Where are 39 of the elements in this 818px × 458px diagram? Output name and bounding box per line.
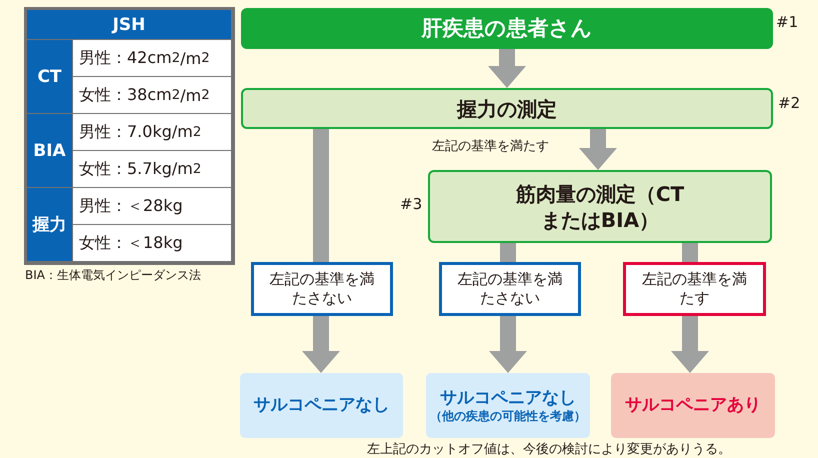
node-text: 左記の基準を満たす (641, 270, 748, 308)
step-number: #2 (778, 94, 800, 112)
process-box (241, 8, 773, 49)
result-box (240, 373, 403, 438)
connector-bar (682, 243, 698, 262)
table-cell: 男性：＜28kg (73, 188, 231, 224)
table-note: BIA：生体電気インピーダンス法 (25, 267, 201, 284)
connector-bar (313, 129, 329, 262)
table-cell: 女性：＜18kg (73, 225, 231, 261)
table-header-cell: CT (27, 40, 72, 113)
condition-box (251, 262, 393, 316)
node-text: 左記の基準を満たさない (456, 270, 564, 308)
arrow (671, 316, 709, 373)
arrow (489, 316, 527, 373)
node-note: （他の疾患の可能性を考慮） (430, 408, 586, 424)
connector-bar (500, 243, 516, 262)
condition-box (623, 262, 766, 316)
process-box (241, 88, 773, 129)
footnote: 左上記のカットオフ値は、今後の検討により変更がありうる。 (367, 441, 731, 458)
process-box (428, 170, 772, 243)
node-text: サルコペニアなし (254, 394, 390, 417)
table-header-cell: JSH (27, 10, 231, 39)
condition-box (439, 262, 581, 316)
node-text: サルコペニアなし (440, 386, 576, 409)
step-number: #1 (776, 13, 798, 31)
node-text: 肝疾患の患者さん (422, 14, 592, 42)
table-header-cell: BIA (27, 114, 72, 187)
result-box (611, 373, 775, 438)
arrow (302, 316, 340, 373)
arrow (579, 129, 617, 170)
step-number: #3 (400, 195, 422, 213)
node-text: 左記の基準を満たさない (268, 270, 376, 308)
edge-label: 左記の基準を満たす (430, 137, 551, 155)
arrow (488, 49, 526, 88)
node-text: 握力の測定 (457, 96, 557, 122)
node-text: サルコペニアあり (625, 394, 761, 417)
node-text: 筋肉量の測定（CTまたはBIA） (514, 180, 686, 232)
table-header-cell: 握力 (27, 188, 72, 261)
result-box (426, 373, 590, 438)
